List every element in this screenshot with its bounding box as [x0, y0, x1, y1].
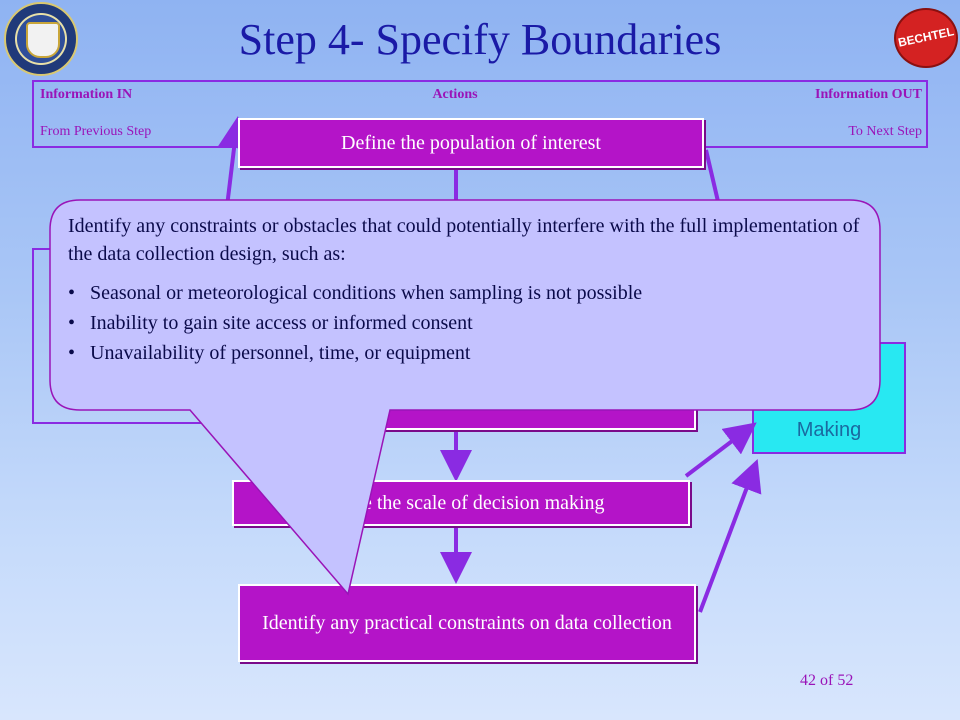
- callout-text: Identify any constraints or obstacles th…: [68, 212, 868, 368]
- callout-bullet: Unavailability of personnel, time, or eq…: [68, 338, 868, 368]
- department-of-energy-seal-logo: [4, 2, 78, 76]
- decision-making-label: Making: [796, 419, 862, 441]
- action-practical-constraints-label: Identify any practical constraints on da…: [262, 612, 672, 634]
- action-box-practical-constraints: Identify any practical constraints on da…: [238, 584, 696, 662]
- action-box-define-population: Define the population of interest: [238, 118, 704, 168]
- bechtel-logo: BECHTEL: [894, 8, 958, 68]
- callout-bullet-list: Seasonal or meteorological conditions wh…: [68, 278, 868, 368]
- info-out-label: Information OUT: [815, 87, 922, 102]
- to-next-step-label: To Next Step: [848, 124, 922, 139]
- info-in-label: Information IN: [40, 87, 133, 102]
- callout-bullet: Seasonal or meteorological conditions wh…: [68, 278, 868, 308]
- slide-title: Step 4- Specify Boundaries: [238, 15, 722, 64]
- action-define-population-label: Define the population of interest: [341, 132, 601, 154]
- arrow-to-decision-2: [698, 459, 762, 613]
- callout-bullet: Inability to gain site access or informe…: [68, 308, 868, 338]
- actions-label: Actions: [432, 87, 478, 102]
- callout-intro: Identify any constraints or obstacles th…: [68, 215, 860, 265]
- action-scale-decision-label: Define the scale of decision making: [317, 492, 605, 514]
- from-previous-step-label: From Previous Step: [40, 124, 152, 139]
- arrow-to-decision-1: [684, 422, 757, 478]
- page-number: 42 of 52: [800, 672, 854, 689]
